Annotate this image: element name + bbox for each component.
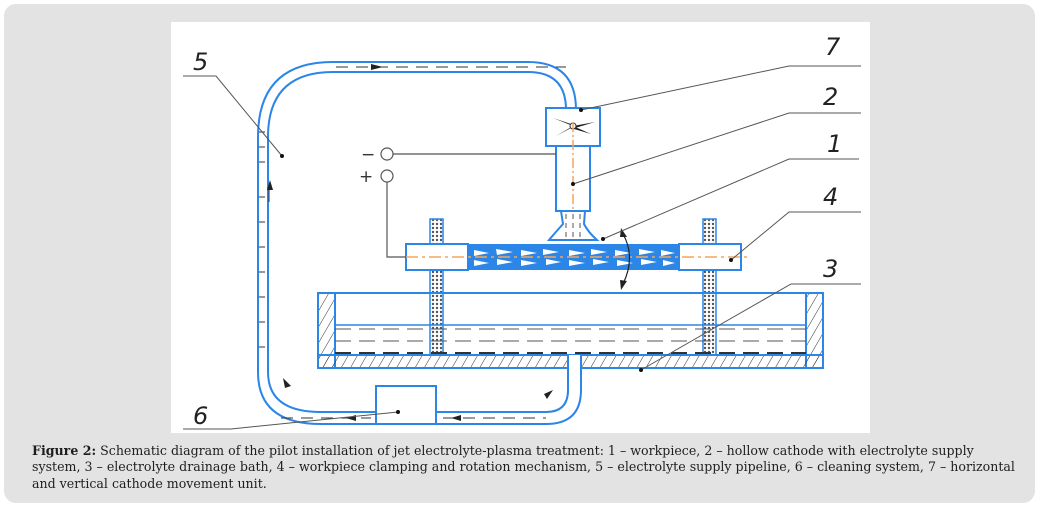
- positive-terminal: [380, 169, 394, 183]
- cleaning-system: [375, 385, 437, 425]
- rotation-arrowhead-top: [620, 228, 627, 237]
- rotation-arrow: [622, 233, 631, 285]
- negative-terminal: [380, 147, 394, 161]
- power-terminals: − +: [359, 145, 556, 258]
- positive-sign: +: [359, 167, 373, 187]
- label-7: 7: [825, 33, 841, 61]
- label-6: 6: [193, 402, 208, 430]
- label-2: 2: [823, 83, 838, 111]
- label-1: 1: [827, 130, 842, 158]
- jet-dashes: [565, 214, 581, 238]
- clamp-post-left: [429, 218, 444, 356]
- label-4: 4: [823, 183, 838, 211]
- leader-dots: [280, 108, 733, 414]
- drainage-bath: [317, 292, 824, 369]
- figure-caption: Figure 2: Schematic diagram of the pilot…: [32, 443, 1022, 492]
- rotation-arrowhead-bottom: [620, 280, 627, 290]
- caption-text: Schematic diagram of the pilot installat…: [32, 443, 1015, 491]
- supply-pipeline: [257, 61, 582, 425]
- pipe-flow-ticks: [259, 131, 270, 348]
- label-5: 5: [193, 48, 208, 76]
- schematic-diagram: − + 5 7 2 1 4 3 6: [171, 22, 870, 433]
- label-3: 3: [823, 255, 838, 283]
- workpiece-texture: [474, 249, 675, 266]
- leader-lines: [183, 65, 861, 430]
- negative-sign: −: [361, 145, 375, 165]
- clamp-post-right: [702, 218, 717, 356]
- pipe-flow-lines: [281, 66, 566, 419]
- caption-prefix: Figure 2:: [32, 443, 97, 458]
